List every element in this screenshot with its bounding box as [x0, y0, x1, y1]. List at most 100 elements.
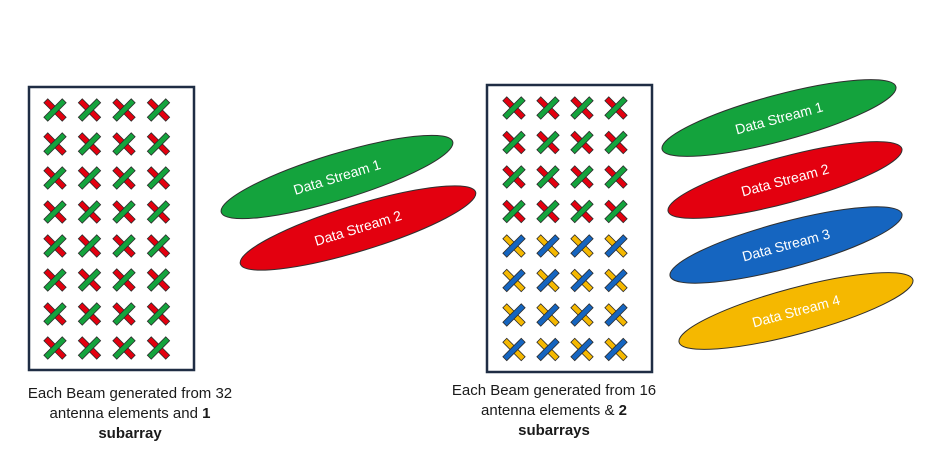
left-antenna-element [112, 268, 136, 292]
right-antenna-bar-blue [570, 234, 594, 258]
left-antenna-bar-green [112, 132, 136, 156]
left-antenna-bar-green [43, 132, 67, 156]
left-antenna-element [77, 234, 102, 258]
left-antenna-element [146, 166, 171, 190]
left-antenna-bar-green [146, 268, 171, 292]
right-antenna-element [502, 268, 526, 293]
right-antenna-element [570, 268, 594, 293]
left-antenna-bar-green [43, 200, 67, 224]
left-caption-line2-text: antenna elements and [49, 405, 203, 422]
right-antenna-bar-blue [604, 268, 628, 293]
right-antenna-bar-green [570, 199, 594, 224]
left-antenna-element [112, 302, 136, 326]
left-antenna-element [77, 268, 102, 292]
right-antenna-bar-blue [604, 234, 628, 258]
right-stream-2: Data Stream 2 [667, 141, 903, 219]
right-antenna-element [570, 130, 594, 155]
left-antenna-element [77, 98, 102, 122]
left-antenna-element [146, 302, 171, 326]
left-antenna-element [77, 302, 102, 326]
right-antenna-element [536, 199, 560, 224]
right-antenna-bar-blue [604, 303, 628, 327]
left-antenna-bar-green [77, 336, 102, 360]
left-caption-line1: Each Beam generated from 32 [27, 385, 233, 402]
left-antenna-element [43, 234, 67, 258]
left-antenna-bar-green [112, 166, 136, 190]
right-stream-4: Data Stream 4 [678, 272, 914, 350]
right-antenna-element [502, 165, 526, 189]
left-antenna-bar-green [146, 302, 171, 326]
left-antenna-element [146, 98, 171, 122]
left-antenna-element [77, 166, 102, 190]
left-antenna-bar-green [112, 234, 136, 258]
left-stream-2: Data Stream 2 [239, 185, 477, 271]
right-antenna-element [570, 303, 594, 327]
right-antenna-bar-blue [502, 337, 526, 362]
right-antenna-bar-green [502, 199, 526, 224]
left-antenna-element [43, 302, 67, 326]
right-antenna-element [604, 303, 628, 327]
left-stream-1-ellipse [220, 134, 454, 220]
left-antenna-bar-green [146, 234, 171, 258]
right-antenna-bar-green [502, 165, 526, 189]
right-antenna-element [604, 234, 628, 258]
right-antenna-bar-blue [570, 337, 594, 362]
left-antenna-bar-green [77, 200, 102, 224]
right-antenna-element [502, 199, 526, 224]
right-antenna-bar-blue [570, 268, 594, 293]
right-antenna-bar-green [536, 96, 560, 120]
right-antenna-element [570, 234, 594, 258]
left-antenna-bar-green [146, 200, 171, 224]
left-antenna-bar-green [112, 200, 136, 224]
left-antenna-bar-green [43, 336, 67, 360]
right-antenna-element [502, 130, 526, 155]
right-stream-4-ellipse [678, 272, 914, 350]
left-caption-line3: subarray [0, 424, 260, 444]
right-antenna-bar-green [604, 165, 628, 189]
left-antenna-bar-green [43, 234, 67, 258]
left-antenna-bar-green [112, 336, 136, 360]
right-antenna-element [536, 234, 560, 258]
left-antenna-element [146, 234, 171, 258]
left-antenna-element [43, 336, 67, 360]
right-antenna-bar-green [604, 130, 628, 155]
left-antenna-element [146, 268, 171, 292]
right-antenna-element [502, 337, 526, 362]
right-caption-line3: subarrays [434, 421, 674, 441]
right-antenna-element [536, 337, 560, 362]
right-stream-1-ellipse [661, 79, 897, 157]
right-antenna-bar-green [536, 130, 560, 155]
right-antenna-element [604, 268, 628, 293]
left-antenna-array [27, 85, 196, 372]
right-caption-line2-text: antenna elements & [481, 402, 619, 419]
right-antenna-element [536, 165, 560, 189]
right-antenna-element [536, 268, 560, 293]
left-antenna-element [43, 200, 67, 224]
right-antenna-bar-blue [502, 234, 526, 258]
left-antenna-bar-green [112, 268, 136, 292]
left-caption-line2-bold: 1 [202, 405, 211, 422]
right-antenna-bar-blue [536, 337, 560, 362]
right-antenna-element [536, 96, 560, 120]
left-antenna-element [43, 268, 67, 292]
left-caption-line3-bold: subarray [98, 425, 162, 442]
right-caption-line1: Each Beam generated from 16 [451, 382, 657, 399]
left-antenna-bar-green [43, 268, 67, 292]
right-antenna-element [536, 130, 560, 155]
left-antenna-bar-green [146, 336, 171, 360]
right-caption: Each Beam generated from 16 antenna elem… [434, 381, 674, 441]
left-antenna-element [112, 132, 136, 156]
left-antenna-bar-green [146, 98, 171, 122]
left-antenna-element [43, 98, 67, 122]
left-stream-2-ellipse [239, 185, 477, 271]
left-antenna-element [112, 166, 136, 190]
left-stream-1: Data Stream 1 [220, 134, 454, 220]
right-antenna-bar-blue [536, 303, 560, 327]
right-antenna-element [570, 165, 594, 189]
right-antenna-element [502, 96, 526, 120]
right-antenna-bar-green [570, 165, 594, 189]
left-caption-line2: antenna elements and 1 [0, 404, 260, 424]
right-array-frame [485, 83, 654, 374]
right-caption-line2-bold: 2 [618, 402, 627, 419]
